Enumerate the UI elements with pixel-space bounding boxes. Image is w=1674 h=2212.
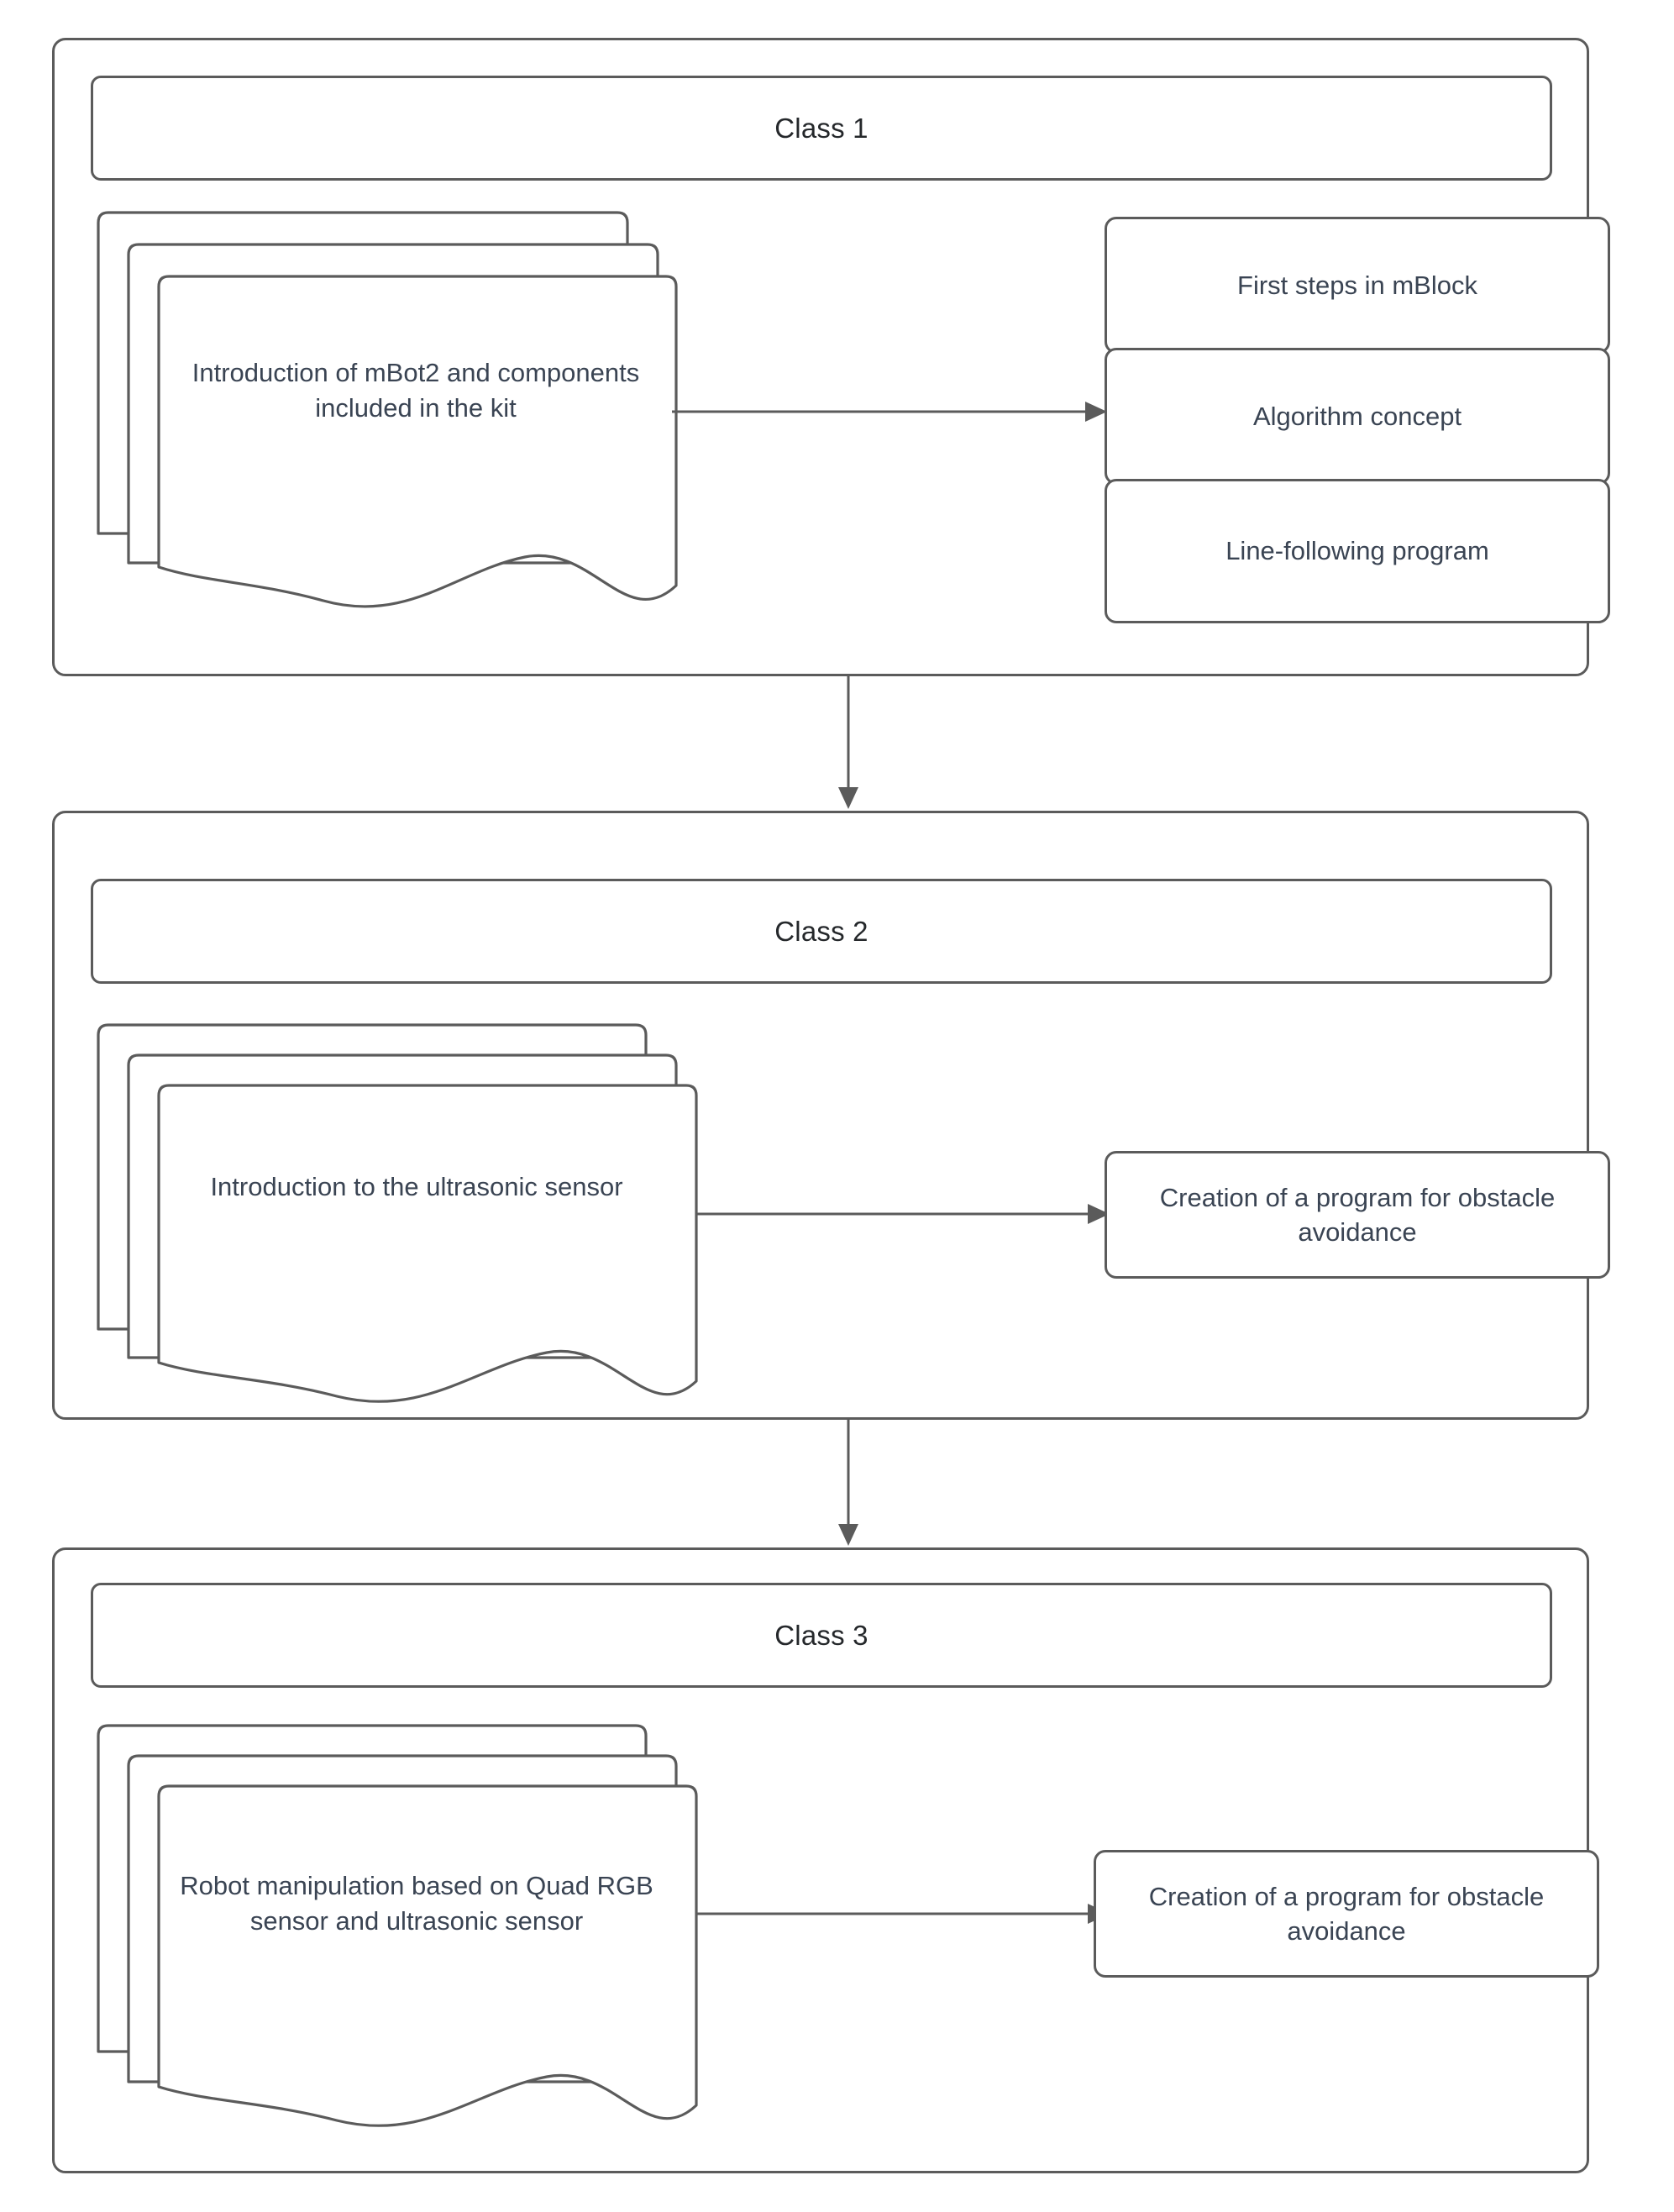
document-stack-icon xyxy=(97,1023,698,1403)
class-3-arrow-to-task xyxy=(695,1897,1111,1931)
class-1-task-2[interactable]: Line-following program xyxy=(1105,479,1610,623)
class-3-header: Class 3 xyxy=(91,1583,1552,1688)
class-3-document-stack: Robot manipulation based on Quad RGB sen… xyxy=(88,1719,701,2139)
arrow-right-icon xyxy=(695,1904,1110,1924)
class-1-task-1[interactable]: Algorithm concept xyxy=(1105,348,1610,485)
class-1-header: Class 1 xyxy=(91,76,1552,181)
arrow-right-icon xyxy=(695,1204,1110,1224)
class-1-document-stack: Introduction of mBot2 and components inc… xyxy=(88,206,678,626)
class-1-task-0[interactable]: First steps in mBlock xyxy=(1105,217,1610,354)
class-2-header-label: Class 2 xyxy=(774,915,868,947)
arrow-right-icon xyxy=(672,402,1107,422)
connector-class2-to-class3 xyxy=(832,1420,865,1547)
arrow-down-icon xyxy=(838,1420,858,1546)
class-3-header-label: Class 3 xyxy=(774,1619,868,1651)
class-2-arrow-to-task xyxy=(695,1197,1111,1231)
document-stack-icon xyxy=(97,211,678,608)
class-2-document-stack: Introduction to the ultrasonic sensor xyxy=(88,1018,701,1413)
connector-class1-to-class2 xyxy=(832,676,865,811)
arrow-down-icon xyxy=(838,676,858,809)
class-1-header-label: Class 1 xyxy=(774,112,868,144)
class-2-task-0[interactable]: Creation of a program for obstacle avoid… xyxy=(1105,1151,1610,1279)
class-1-task-2-label: Line-following program xyxy=(1225,536,1489,566)
class-1-arrow-to-task xyxy=(672,395,1109,428)
document-stack-icon xyxy=(97,1724,698,2127)
class-2-header: Class 2 xyxy=(91,879,1552,984)
class-2-task-0-label: Creation of a program for obstacle avoid… xyxy=(1159,1182,1556,1247)
class-1-task-1-label: Algorithm concept xyxy=(1252,401,1462,431)
class-1-task-0-label: First steps in mBlock xyxy=(1237,270,1477,300)
class-3-task-0[interactable]: Creation of a program for obstacle avoid… xyxy=(1094,1850,1599,1978)
class-3-task-0-label: Creation of a program for obstacle avoid… xyxy=(1148,1881,1545,1946)
